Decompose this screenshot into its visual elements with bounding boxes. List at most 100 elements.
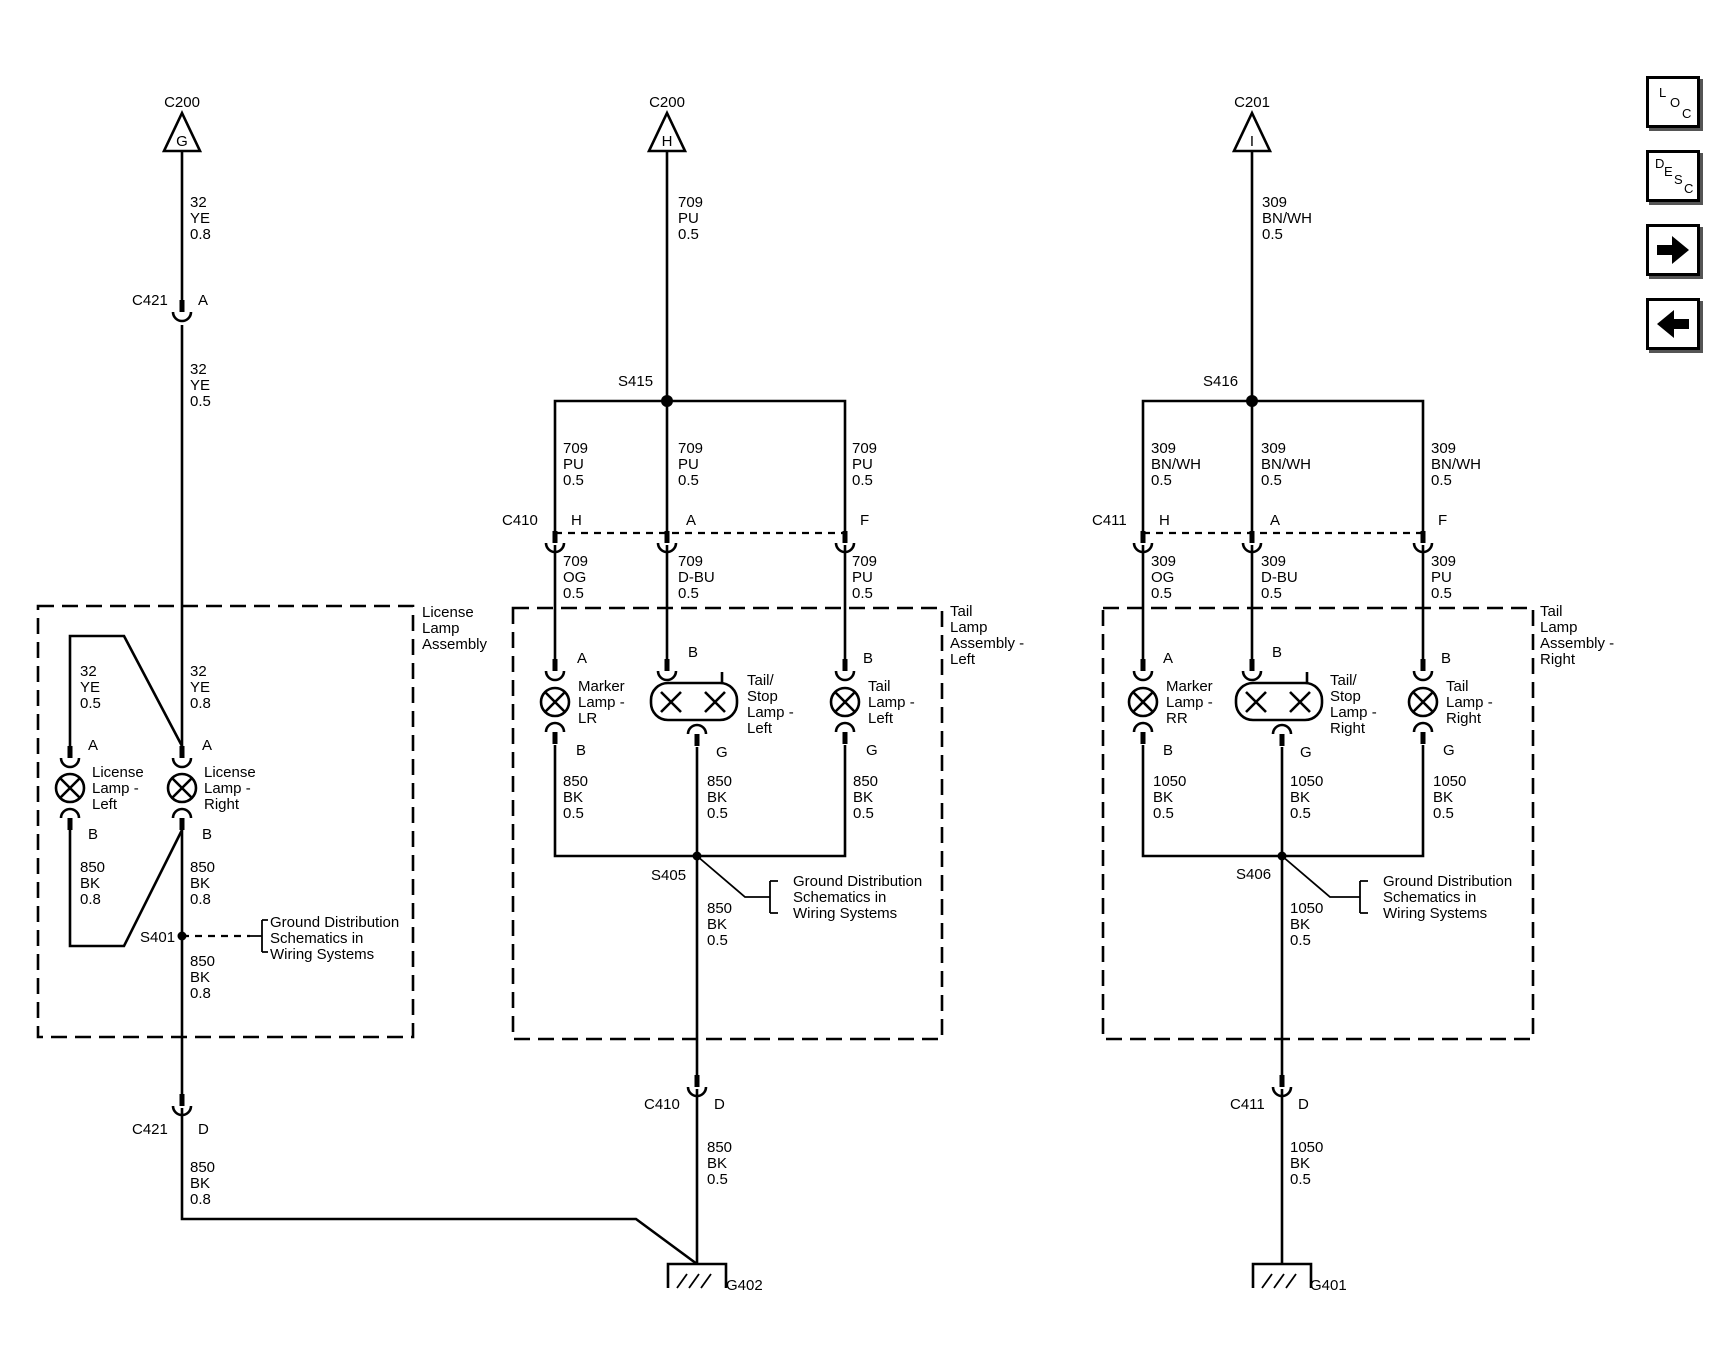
wire xyxy=(553,545,847,659)
connector-pin xyxy=(1132,657,1154,682)
pin-label: G xyxy=(1300,744,1312,761)
bulb-icon xyxy=(1407,686,1439,718)
connector-pin xyxy=(834,657,856,682)
connector-pin xyxy=(1412,721,1434,746)
connector-label: C421 xyxy=(132,1121,168,1138)
connector-pin xyxy=(171,744,193,769)
ground-label: G402 xyxy=(726,1277,763,1294)
connector-label: C411 xyxy=(1230,1096,1265,1113)
connector-label: C200 xyxy=(164,94,200,111)
bulb-icon xyxy=(829,686,861,718)
ground-reference-line xyxy=(1281,855,1360,898)
bulb-icon xyxy=(539,686,571,718)
wire xyxy=(1141,399,1425,531)
filament-icon xyxy=(1245,672,1311,713)
pin-label: A xyxy=(1270,512,1280,529)
connector-label: C410 xyxy=(502,512,538,529)
pin-label: D xyxy=(714,1096,725,1113)
desc-letter-d: D xyxy=(1655,156,1665,171)
pin-label: F xyxy=(860,512,869,529)
desc-letter-s: S xyxy=(1674,172,1683,187)
dual-filament-bulb-icon xyxy=(1234,681,1324,722)
connector-pin xyxy=(686,723,708,748)
wire xyxy=(68,634,184,747)
pin-label: B xyxy=(688,644,698,661)
pin-label: B xyxy=(88,826,98,843)
pin-label: B xyxy=(1272,644,1282,661)
next-button[interactable] xyxy=(1646,224,1700,276)
pin-label: A xyxy=(198,292,208,309)
connector-label: C410 xyxy=(644,1096,680,1113)
wire xyxy=(68,829,184,948)
desc-letter-c: C xyxy=(1684,181,1694,196)
pin-label: I xyxy=(1250,133,1254,150)
pin-label: H xyxy=(571,512,582,529)
splice-label: S416 xyxy=(1203,373,1238,390)
pin-label: B xyxy=(863,650,873,667)
bulb-icon xyxy=(1127,686,1159,718)
connector-pin xyxy=(59,744,81,769)
ground-icon xyxy=(1251,1262,1313,1290)
ground-reference-bracket xyxy=(769,880,778,914)
connector-pin xyxy=(1132,721,1154,746)
pin-label: A xyxy=(686,512,696,529)
description-button[interactable]: D E S C xyxy=(1646,150,1700,202)
pin-label: H xyxy=(662,133,673,150)
loc-letter-l: L xyxy=(1659,85,1667,100)
connector-pin xyxy=(1271,723,1293,748)
previous-button[interactable] xyxy=(1646,298,1700,350)
dual-filament-bulb-icon xyxy=(649,681,739,722)
location-button[interactable]: L O C xyxy=(1646,76,1700,128)
splice-label: S415 xyxy=(618,373,653,390)
wire xyxy=(553,399,847,531)
connector-pin xyxy=(1241,657,1263,682)
wire xyxy=(1141,745,1425,1075)
ground-reference-bracket xyxy=(250,919,268,953)
connector-pin xyxy=(544,721,566,746)
arrow-left-icon xyxy=(1657,310,1689,338)
wire xyxy=(1141,545,1425,659)
connector-pin xyxy=(59,807,81,832)
pin-label: A xyxy=(202,737,212,754)
ground-icon xyxy=(666,1262,728,1290)
pin-label: G xyxy=(866,742,878,759)
connector-label: C411 xyxy=(1092,512,1127,529)
pin-label: F xyxy=(1438,512,1447,529)
splice-label: S405 xyxy=(651,867,686,884)
